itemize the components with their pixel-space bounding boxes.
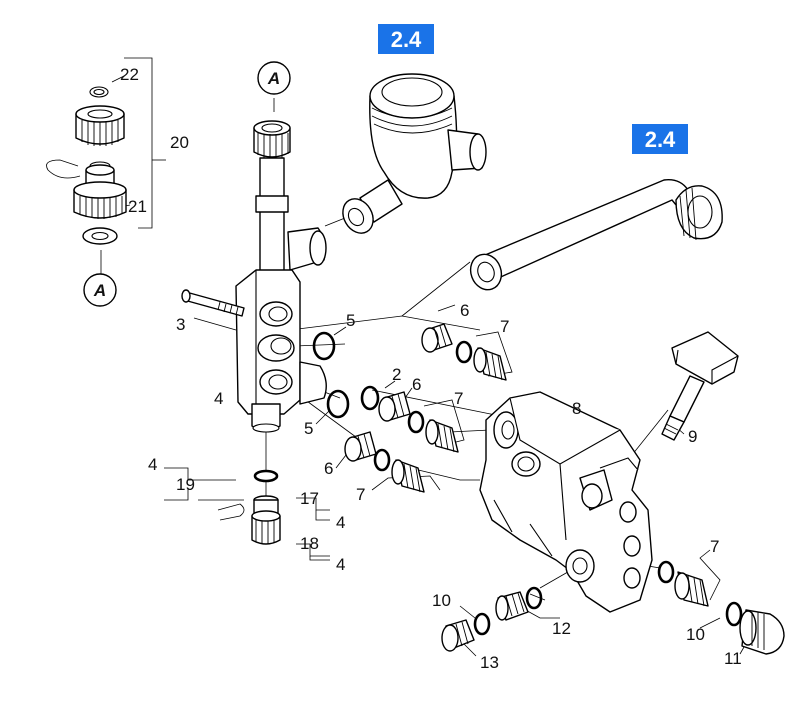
part-long-hose: [469, 179, 723, 291]
part-18-fitting: [251, 495, 281, 545]
label-8: 8: [572, 399, 581, 418]
label-9: 9: [688, 427, 697, 446]
part-10-o-ring-right: [725, 601, 743, 627]
reference-label-right: 2.4: [645, 127, 676, 152]
part-12-valve: [495, 591, 529, 621]
label-6a: 6: [460, 301, 469, 320]
part-7-o-ring-c: [373, 448, 391, 472]
part-20-fitting: [73, 161, 127, 219]
part-7-o-ring-d: [657, 560, 675, 584]
label-3: 3: [176, 315, 185, 334]
label-10b: 10: [686, 625, 705, 644]
label-5a: 5: [346, 311, 355, 330]
reference-box-top: 2.4: [378, 24, 434, 54]
label-20: 20: [170, 133, 189, 152]
connector-a-left-label: A: [93, 281, 106, 300]
part-13-plug: [441, 619, 475, 652]
part-7-valve-a: [473, 347, 507, 381]
connector-a-top: [257, 61, 291, 95]
part-17-o-ring: [253, 469, 279, 483]
part-12-o-ring: [525, 586, 543, 610]
label-21: 21: [128, 197, 147, 216]
label-13: 13: [480, 653, 499, 672]
part-20-clip: [46, 159, 81, 179]
label-11: 11: [724, 649, 742, 668]
part-22-small-ring: [89, 86, 109, 98]
part-19-clip: [217, 503, 245, 521]
part-2-o-ring: [360, 385, 380, 411]
label-7d: 7: [710, 537, 719, 556]
part-6-valve-seat-a: [421, 323, 453, 353]
label-17: 17: [300, 489, 319, 508]
part-5-o-ring-upper: [312, 331, 336, 361]
label-6c: 6: [324, 459, 333, 478]
connector-a-left: [83, 273, 117, 307]
label-4a: 4: [214, 389, 223, 408]
reference-box-right: 2.4: [632, 124, 688, 154]
label-4c: 4: [336, 513, 345, 532]
part-5-o-ring-lower: [326, 389, 350, 419]
connector-a-top-label: A: [267, 69, 280, 88]
label-19: 19: [176, 475, 195, 494]
part-7-o-ring-b: [407, 410, 425, 434]
label-18: 18: [300, 534, 319, 553]
label-4b: 4: [148, 455, 157, 474]
reference-label-top: 2.4: [391, 27, 422, 52]
label-10a: 10: [432, 591, 451, 610]
label-7b: 7: [454, 389, 463, 408]
part-3-bolt: [181, 289, 245, 317]
label-6b: 6: [412, 375, 421, 394]
part-filter-cup: [342, 73, 487, 234]
part-21-washer: [82, 227, 118, 245]
part-11-plug: [739, 609, 785, 655]
label-2: 2: [392, 365, 401, 384]
part-4-pipe-manifold: [235, 120, 327, 433]
label-22: 22: [120, 65, 139, 84]
label-7c: 7: [356, 485, 365, 504]
part-7-valve-c: [391, 459, 425, 493]
part-7-o-ring-a: [455, 340, 473, 364]
part-labels: 22 20 21 3 5 6 7 2 6 4 5 7 8 9 6 7 4 19 …: [120, 65, 742, 672]
part-8-pump-housing: [479, 391, 653, 613]
label-4d: 4: [336, 555, 345, 574]
part-7-valve-d: [674, 571, 709, 607]
part-6-valve-seat-c: [344, 431, 377, 462]
label-5b: 5: [304, 419, 313, 438]
label-12: 12: [552, 619, 571, 638]
part-20-nut-upper: [75, 105, 125, 146]
part-7-valve-b: [425, 419, 459, 453]
part-9-plunger: [661, 331, 739, 441]
label-7a: 7: [500, 317, 509, 336]
part-6-valve-seat-b: [378, 391, 411, 422]
part-10-o-ring-left: [473, 612, 491, 636]
